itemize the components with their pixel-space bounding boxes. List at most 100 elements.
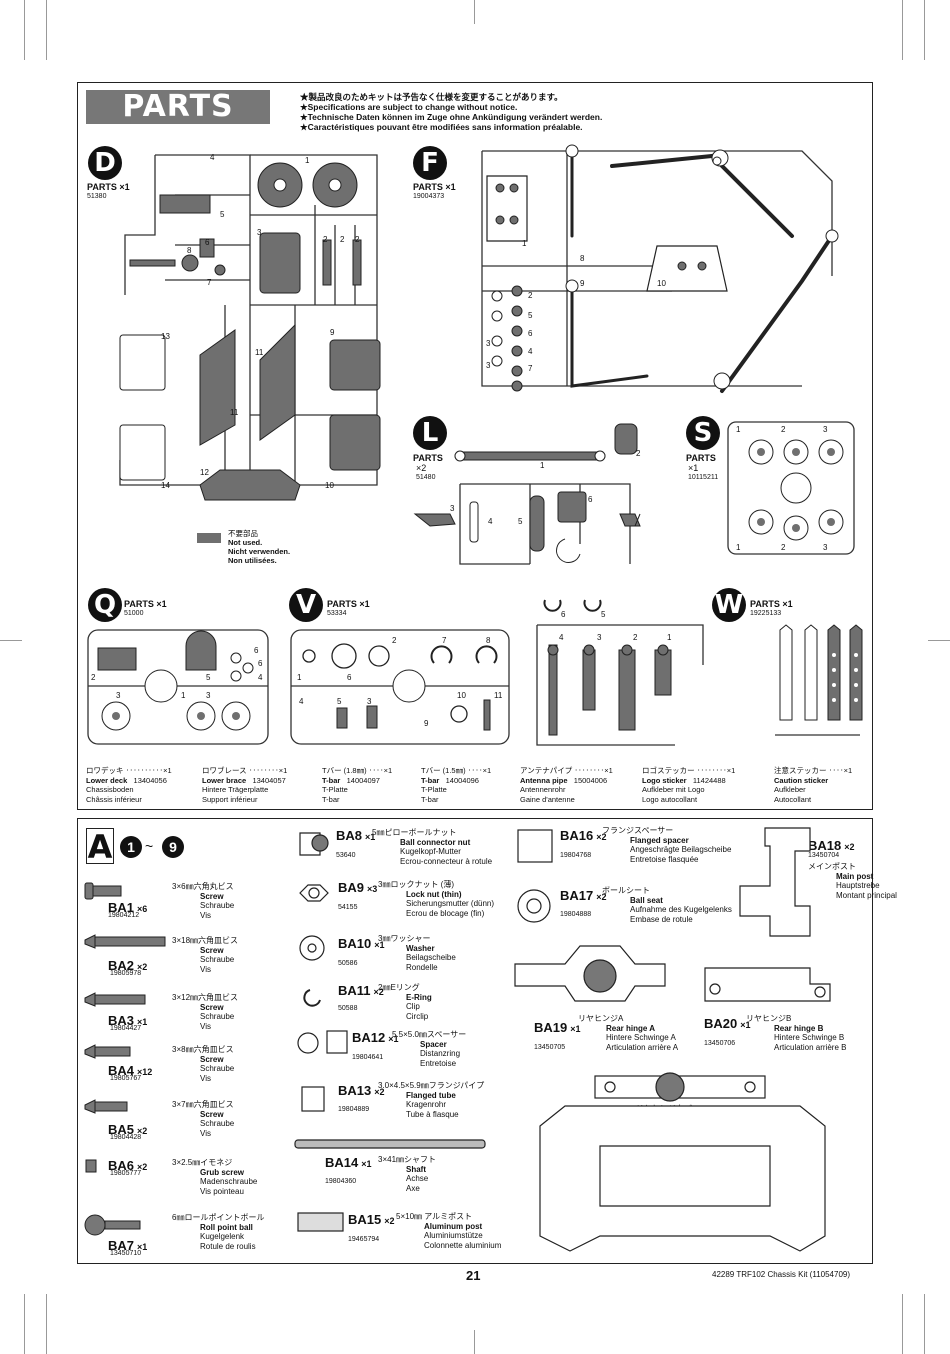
notice-en: ★Specifications are subject to change wi… <box>300 102 518 112</box>
crop-mark <box>46 0 47 60</box>
hardware-desc-jp: 2㎜Eリング <box>378 983 420 992</box>
hardware-part-number: 19804428 <box>110 1134 142 1141</box>
hardware-desc-en: Aluminum post <box>424 1221 483 1231</box>
legend-fr: Gaine d'antenne <box>520 794 575 804</box>
hardware-qty: ×2 <box>844 842 855 852</box>
not-used-jp: 不要部品 <box>228 529 258 538</box>
hardware-desc-de: Schraube <box>200 1064 235 1073</box>
crop-mark <box>924 0 925 60</box>
hardware-desc-de: Sicherungsmutter (dünn) <box>406 899 495 908</box>
hardware-desc-jp: 3×7㎜六角皿ビス <box>172 1100 234 1109</box>
svg-text:4: 4 <box>559 633 564 642</box>
legend-en-row: T-bar 14004096 <box>421 776 491 786</box>
legend-fr: Châssis inférieur <box>86 794 142 804</box>
hardware-desc-jp: 3×6㎜六角丸ビス <box>172 882 234 891</box>
svg-text:12: 12 <box>200 468 209 477</box>
svg-text:1: 1 <box>522 239 527 248</box>
hardware-id-ba1: BA1×6 <box>108 900 147 915</box>
notice-de: ★Technische Daten können im Zuge ohne An… <box>300 112 603 122</box>
hardware-qty: ×1 <box>137 1017 148 1027</box>
hardware-desc-de: Schraube <box>200 1012 235 1021</box>
hardware-code-label: BA16 <box>560 828 594 843</box>
legend-en: T-bar <box>421 775 440 785</box>
hardware-desc-de: Hauptstrebe <box>836 881 880 890</box>
hardware-desc-jp: 5㎜ピローボールナット <box>372 828 457 837</box>
legend-en: Caution sticker <box>774 775 829 785</box>
w-parts-tree <box>775 624 863 736</box>
legend-de: Chassisboden <box>86 785 134 794</box>
hardware-id-ba4: BA4×12 <box>108 1063 152 1078</box>
legend-en: Antenna pipe <box>520 775 568 785</box>
svg-text:7: 7 <box>442 636 447 645</box>
svg-text:5: 5 <box>337 697 342 706</box>
svg-text:3: 3 <box>597 633 602 642</box>
legend-jp: ロワブレース ‥‥‥‥×1 <box>202 766 288 775</box>
hardware-code-label: BA12 <box>352 1030 386 1045</box>
crop-mark <box>24 1294 25 1354</box>
svg-text:1: 1 <box>181 691 186 700</box>
svg-text:4: 4 <box>299 697 304 706</box>
hardware-desc-de: Schraube <box>200 1119 235 1128</box>
hardware-desc-fr: Ecrou-connecteur à rotule <box>400 856 493 866</box>
hardware-qty: ×2 <box>374 1087 385 1097</box>
hardware-desc-en: Screw <box>200 1054 224 1064</box>
hardware-desc-jp: 6㎜ロールポイントボール <box>172 1213 265 1222</box>
hardware-desc-de: Clip <box>406 1002 420 1011</box>
step-to: 9 <box>162 836 184 858</box>
hardware-desc-de: Kragenrohr <box>406 1100 447 1109</box>
svg-text:9: 9 <box>580 279 585 288</box>
hardware-desc-fr: Embase de rotule <box>630 914 693 924</box>
hardware-desc-fr: Vis <box>200 1128 211 1138</box>
hardware-qty: ×1 <box>361 1159 372 1169</box>
tree-code-f: 19004373 <box>413 193 445 200</box>
hardware-part-number: 19804888 <box>560 911 592 918</box>
hardware-qty: ×2 <box>137 1126 148 1136</box>
hardware-desc-en: Roll point ball <box>200 1222 253 1232</box>
legend-caution-sticker: 注意ステッカー ‥‥×1 Caution sticker Aufkleber A… <box>774 766 852 804</box>
hardware-code-label: BA2 <box>108 958 135 973</box>
hardware-desc-jp: メインポスト <box>808 862 856 871</box>
svg-text:2: 2 <box>633 633 638 642</box>
svg-text:4: 4 <box>488 517 493 526</box>
legend-jp: ロゴステッカー ‥‥‥‥×1 <box>642 766 736 775</box>
svg-text:10: 10 <box>325 481 334 490</box>
hardware-code-label: BA11 <box>338 983 371 998</box>
svg-text:7: 7 <box>207 278 212 287</box>
hardware-desc-de: Achse <box>406 1174 429 1183</box>
hardware-qty: ×1 <box>388 1034 399 1044</box>
tree-code-q: 51000 <box>124 610 144 617</box>
not-used-de: Nicht verwenden. <box>228 547 291 556</box>
hardware-desc-en: Screw <box>200 945 224 955</box>
hardware-code-label: BA20 <box>704 1016 738 1031</box>
svg-text:2: 2 <box>91 673 96 682</box>
svg-text:6: 6 <box>588 495 593 504</box>
hardware-desc-en: Spacer <box>420 1039 447 1049</box>
hardware-qty: ×2 <box>384 1216 395 1226</box>
hardware-desc-en: Lock nut (thin) <box>406 889 462 899</box>
hardware-desc-fr: Vis <box>200 910 211 920</box>
svg-text:5: 5 <box>528 311 533 320</box>
legend-de: Aufkleber mit Logo <box>642 785 705 794</box>
hardware-desc-jp: リヤヒンジA <box>578 1014 624 1023</box>
svg-text:8: 8 <box>580 254 585 263</box>
svg-text:2: 2 <box>323 235 328 244</box>
hardware-qty: ×2 <box>137 962 148 972</box>
hardware-desc-de: Aluminiumstütze <box>424 1231 483 1240</box>
svg-text:7: 7 <box>528 364 533 373</box>
hardware-code-label: BA4 <box>108 1063 135 1078</box>
svg-text:1: 1 <box>540 461 545 470</box>
hardware-desc-jp: 3×18㎜六角皿ビス <box>172 936 239 945</box>
legend-en-row: Antenna pipe 15004006 <box>520 776 613 786</box>
hardware-id-ba9: BA9×3 <box>338 880 377 895</box>
hardware-qty: ×1 <box>740 1020 751 1030</box>
svg-text:1: 1 <box>667 633 672 642</box>
hardware-desc-de: Angeschrägte Beilagscheibe <box>630 845 732 854</box>
